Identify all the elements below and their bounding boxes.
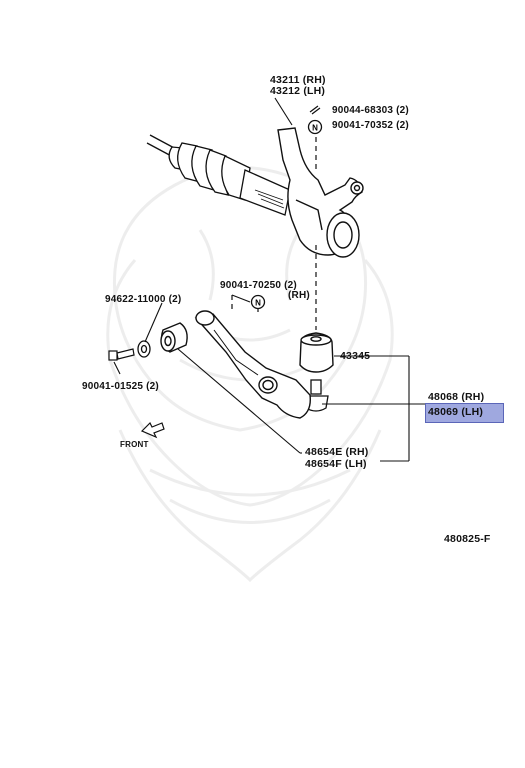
svg-text:N: N	[255, 299, 261, 308]
part-label-48068[interactable]: 48068 (RH)	[428, 391, 485, 403]
arm-bushing	[160, 322, 188, 353]
nut-left	[137, 340, 151, 358]
part-label-90041-01525[interactable]: 90041-01525 (2)	[82, 381, 159, 392]
part-label-48654E[interactable]: 48654E (RH)	[305, 446, 369, 458]
front-label: FRONT	[120, 440, 149, 449]
part-label-43345[interactable]: 43345	[340, 350, 371, 362]
front-arrow-icon	[140, 421, 165, 439]
svg-text:N: N	[312, 124, 318, 133]
part-label-43211[interactable]: 43211 (RH)	[270, 74, 326, 86]
leader-lines	[113, 97, 426, 462]
nut-mid: N	[250, 294, 266, 310]
part-label-90041-70352[interactable]: 90041-70352 (2)	[332, 120, 409, 131]
drive-shaft	[146, 134, 291, 216]
nut-top: N	[307, 119, 323, 135]
part-label-94622-11000[interactable]: 94622-11000 (2)	[105, 294, 182, 305]
boot-43345	[299, 332, 334, 373]
cotter-pin	[309, 105, 321, 115]
lower-control-arm	[194, 310, 311, 419]
steering-knuckle	[277, 127, 364, 258]
diagram-code: 480825-F	[444, 533, 491, 545]
part-label-43212[interactable]: 43212 (LH)	[270, 85, 326, 97]
part-label-90041-70250[interactable]: 90041-70250 (2)	[220, 280, 297, 291]
highlight-box	[425, 403, 504, 423]
bolt-left	[108, 348, 135, 361]
part-label-90044-68303[interactable]: 90044-68303 (2)	[332, 105, 409, 116]
part-label-rh-note: (RH)	[288, 290, 310, 301]
part-label-48654F[interactable]: 48654F (LH)	[305, 458, 367, 470]
part-label-48069[interactable]: 48069 (LH)	[428, 406, 484, 418]
